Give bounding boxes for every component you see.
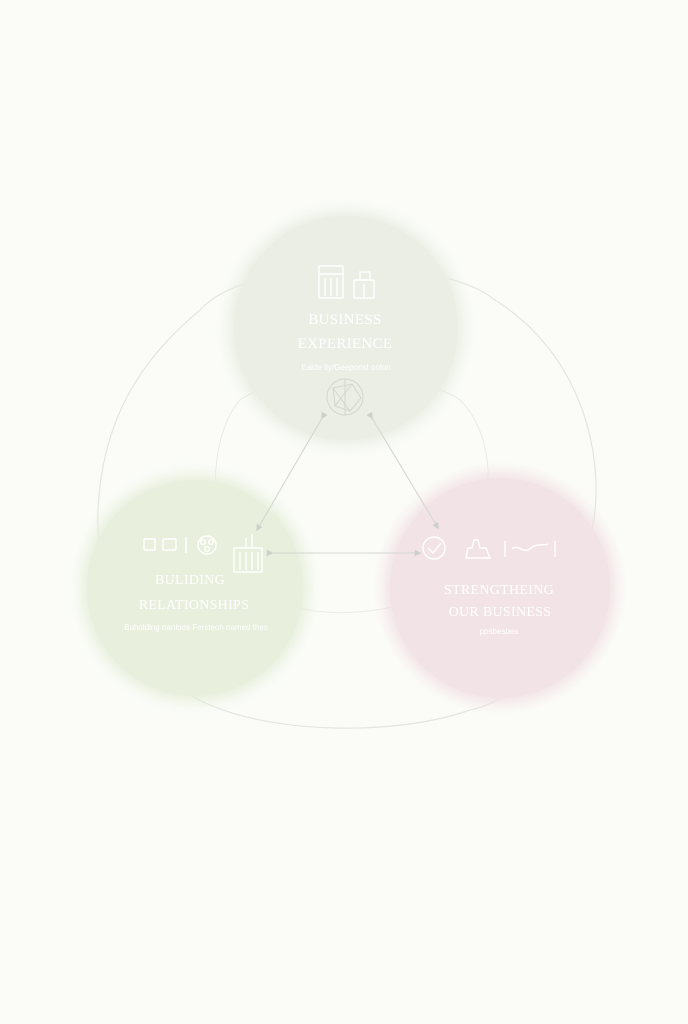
top-node-icons <box>318 265 375 299</box>
top-node-title-line2: EXPERIENCE <box>298 336 393 352</box>
left-node-title-line2: RELATIONSHIPS <box>139 598 249 613</box>
handshake-icon <box>143 537 187 553</box>
right-node-icons <box>422 536 556 560</box>
office-building-icon <box>233 534 263 573</box>
outer-ring <box>97 266 597 729</box>
left-node-subtitle: Buholding oanloos Fersteoh oamed thes <box>124 623 268 632</box>
store-icon <box>353 271 375 299</box>
top-node-subtitle: Ealde lty/Geeponst oolon <box>301 363 390 372</box>
right-node-subtitle: ppsbesbes <box>480 627 519 636</box>
left-circle[interactable] <box>87 480 303 696</box>
connector-top-left <box>256 411 328 532</box>
right-circle[interactable] <box>390 478 610 698</box>
right-node-title-line2: OUR BUSINESS <box>449 605 552 620</box>
growth-icon <box>465 539 492 559</box>
left-node-icons <box>143 534 263 573</box>
globe-network-icon <box>326 378 364 416</box>
checkmark-badge-icon <box>422 536 446 560</box>
top-node-title-line1: BUSINESS <box>308 312 381 328</box>
connector-top-right <box>366 411 439 530</box>
right-node-title-line1: STRENGTHEING <box>444 583 554 598</box>
partners-icon <box>504 541 556 557</box>
community-icon <box>197 535 217 555</box>
left-node-title-line1: BULIDING <box>155 573 225 588</box>
top-circle[interactable] <box>234 216 458 440</box>
building-icon <box>318 265 344 299</box>
